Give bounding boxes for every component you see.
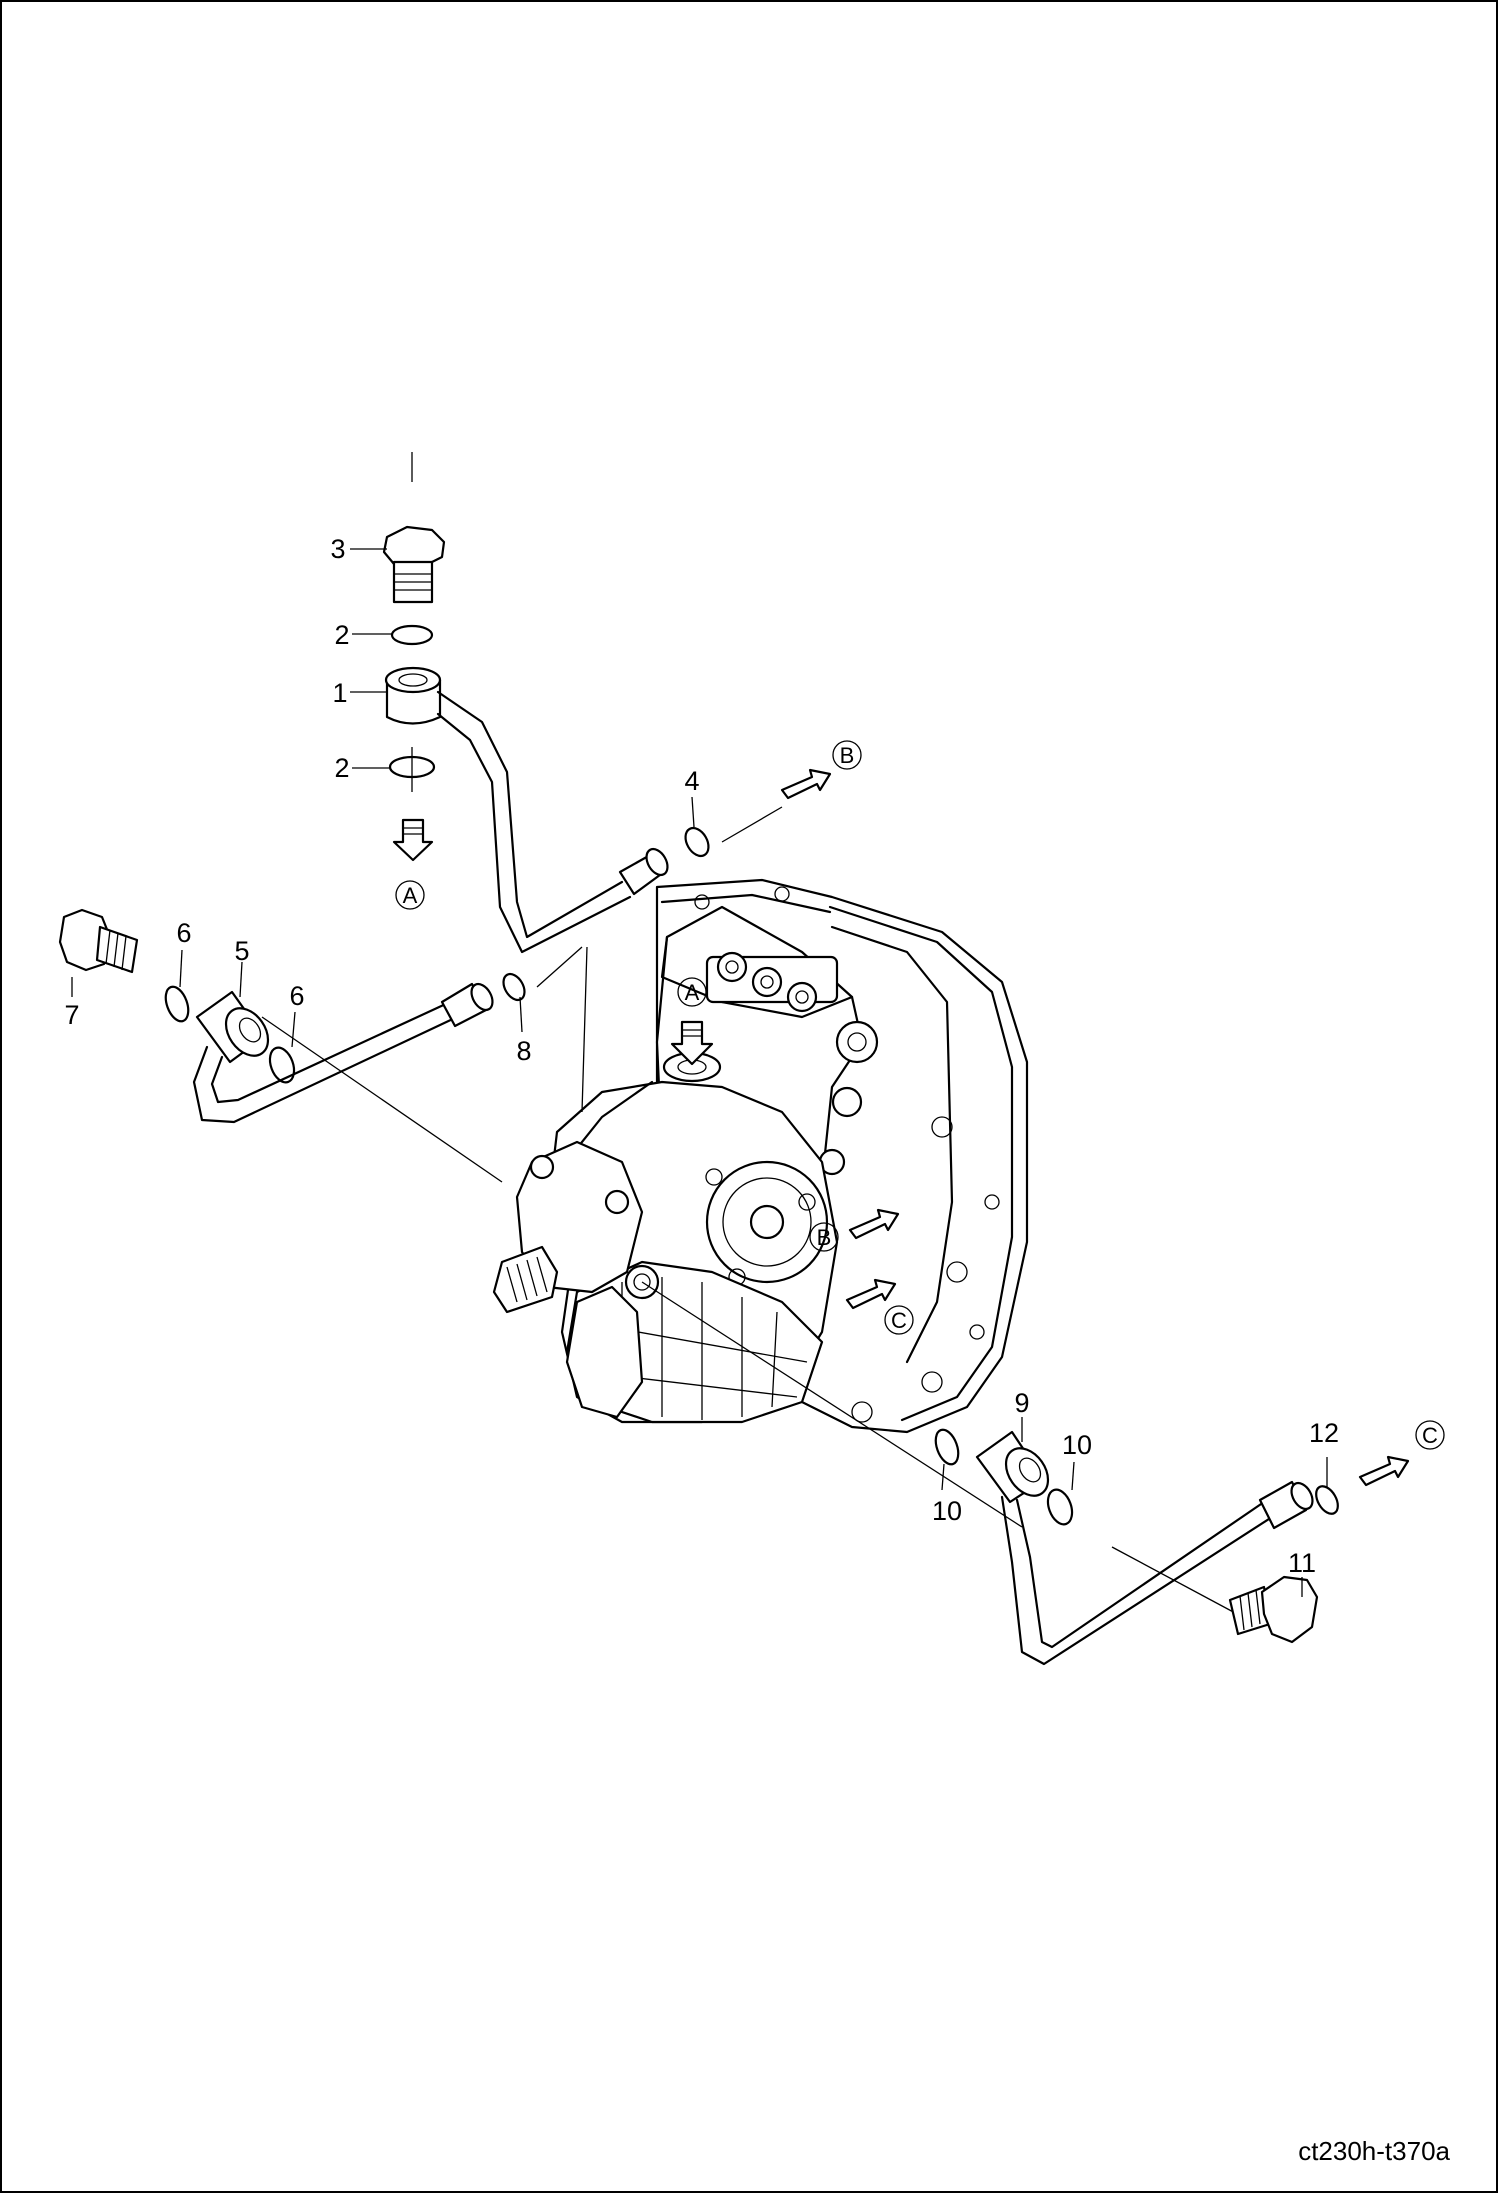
callout-8: 8 (516, 1036, 531, 1066)
arrow-right-icon (1358, 1455, 1410, 1487)
ref-label-b-1: B (840, 743, 855, 768)
drawing-code: ct230h-t370a (1298, 2136, 1450, 2166)
callout-6-left: 6 (176, 918, 191, 948)
leader-lines (71, 548, 1328, 1597)
alignment-lines (261, 452, 1253, 1623)
ref-circle-b-1 (832, 740, 862, 770)
ref-label-a-1: A (403, 883, 418, 908)
ref-circle-b-2 (809, 1222, 839, 1252)
arrow-right-icon (845, 1278, 897, 1310)
ref-label-b-2: B (817, 1225, 832, 1250)
ref-circle-a-1 (395, 880, 425, 910)
ref-label-c-1: C (891, 1308, 907, 1333)
ref-label-c-2: C (1422, 1423, 1438, 1448)
arrow-right-icon (780, 768, 832, 800)
callout-5: 5 (234, 936, 249, 966)
hydraulic-pump (492, 905, 879, 1424)
callout-6-right: 6 (289, 981, 304, 1011)
callout-2-lower: 2 (334, 753, 349, 783)
ref-circle-c-1 (884, 1305, 914, 1335)
callout-11: 11 (1288, 1548, 1316, 1578)
callout-3: 3 (330, 534, 345, 564)
right-return-line (934, 1428, 1339, 1666)
callout-10-right: 10 (1062, 1430, 1092, 1460)
ref-circle-c-2 (1415, 1420, 1445, 1450)
part-callouts: 3 2 1 2 4 5 6 6 7 8 9 10 10 11 12 (64, 534, 1339, 1578)
arrow-right-icon (848, 1208, 900, 1240)
upper-pressure-line (382, 525, 710, 954)
reference-markers: A A B B C C (395, 740, 1445, 1450)
ref-circle-a-2 (677, 977, 707, 1007)
callout-10-left: 10 (932, 1496, 962, 1526)
callout-2-upper: 2 (334, 620, 349, 650)
callout-7: 7 (64, 1000, 79, 1030)
callout-4: 4 (684, 766, 699, 796)
ref-label-a-2: A (685, 980, 700, 1005)
left-suction-line (58, 908, 526, 1124)
arrow-down-icon (670, 1020, 714, 1066)
arrow-down-icon (392, 818, 434, 862)
callout-9: 9 (1014, 1388, 1029, 1418)
callout-1: 1 (332, 678, 347, 708)
direction-arrows (392, 768, 1410, 1487)
callout-12: 12 (1309, 1418, 1339, 1448)
